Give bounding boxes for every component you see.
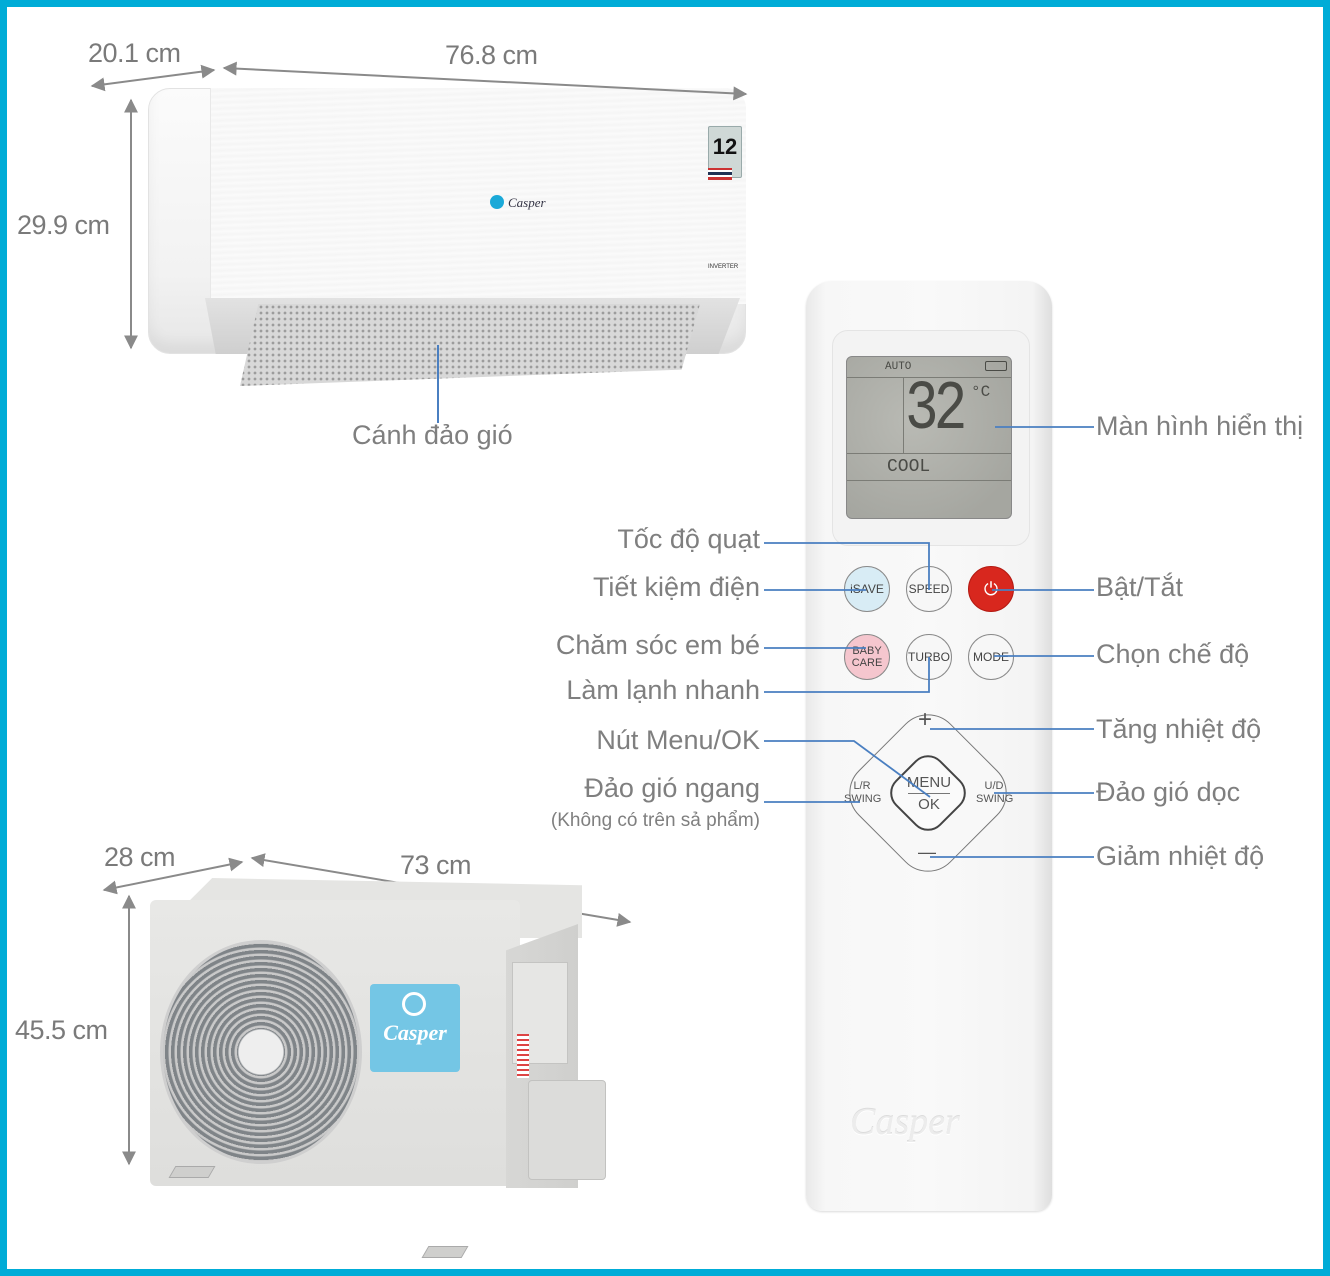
- battery-icon: [985, 361, 1007, 371]
- ud-swing-label-1: U/D: [984, 780, 1004, 792]
- callout-lr-swing-note: (Không có trên sả phẩm): [550, 810, 760, 831]
- indoor-height-label: 29.9 cm: [17, 210, 110, 240]
- indoor-unit-front-panel: [210, 88, 746, 304]
- lcd-temp-unit: °C: [971, 383, 991, 401]
- indoor-width-label: 76.8 cm: [445, 40, 538, 70]
- outdoor-width-label: 73 cm: [400, 850, 472, 880]
- outdoor-height-label: 45.5 cm: [15, 1015, 108, 1045]
- outdoor-depth-label: 28 cm: [104, 842, 176, 872]
- baby-care-label-2: CARE: [851, 657, 883, 669]
- callout-temp-up: Tăng nhiệt độ: [1096, 714, 1262, 744]
- callout-energy-saving: Tiết kiệm điện: [592, 572, 760, 602]
- ok-label: OK: [918, 796, 940, 813]
- casper-logo-icon: [402, 992, 426, 1016]
- ud-swing-button[interactable]: U/D SWING: [976, 780, 1014, 806]
- power-button[interactable]: ⏻: [968, 566, 1014, 612]
- indoor-louver: [240, 304, 700, 386]
- inverter-badge: INVERTER: [708, 264, 739, 270]
- louver-leader-line: [437, 345, 439, 423]
- callout-fan-speed: Tốc độ quạt: [617, 524, 760, 554]
- warning-sticker: [517, 1034, 529, 1078]
- lcd-temperature: 32: [905, 371, 967, 450]
- ud-swing-label-2: SWING: [976, 793, 1014, 805]
- outdoor-brand: Casper: [383, 1020, 447, 1045]
- temp-up-button[interactable]: +: [918, 706, 933, 733]
- mode-button[interactable]: MODE: [968, 634, 1014, 680]
- callout-lr-swing: Đảo gió ngang: [584, 773, 760, 803]
- lcd-mode-bottom: COOL: [887, 457, 931, 477]
- callout-ud-swing: Đảo gió dọc: [1096, 777, 1241, 807]
- indoor-brand: Casper: [508, 195, 546, 210]
- callout-power: Bật/Tắt: [1096, 572, 1184, 602]
- louver-label: Cánh đảo gió: [352, 420, 513, 450]
- callout-mode: Chọn chế độ: [1096, 639, 1250, 669]
- callout-menu-ok: Nút Menu/OK: [596, 725, 760, 755]
- callout-baby-care: Chăm sóc em bé: [555, 630, 760, 660]
- lr-swing-label-1: L/R: [853, 780, 871, 792]
- baby-care-button[interactable]: BABY CARE: [844, 634, 890, 680]
- indoor-depth-label: 20.1 cm: [88, 38, 181, 68]
- outdoor-valve-cover: [528, 1080, 606, 1180]
- callout-display: Màn hình hiển thị: [1096, 411, 1304, 441]
- energy-label-stripes: [708, 168, 732, 180]
- fan-grille: [160, 940, 362, 1164]
- remote-brand-emboss: Casper: [850, 1101, 960, 1143]
- casper-logo-icon: [490, 195, 504, 209]
- lcd-mode-top: AUTO: [885, 361, 912, 373]
- remote-lcd: AUTO 32 °C COOL: [846, 356, 1012, 519]
- direction-pad: + — MENU OK L/R SWING U/D SWING: [836, 701, 1020, 885]
- callout-turbo: Làm lạnh nhanh: [566, 675, 760, 705]
- menu-ok-divider: [908, 793, 950, 794]
- power-icon: ⏻: [983, 579, 999, 599]
- menu-label: MENU: [906, 774, 952, 791]
- callout-temp-down: Giảm nhiệt độ: [1096, 841, 1265, 871]
- isave-button[interactable]: iSAVE: [844, 566, 890, 612]
